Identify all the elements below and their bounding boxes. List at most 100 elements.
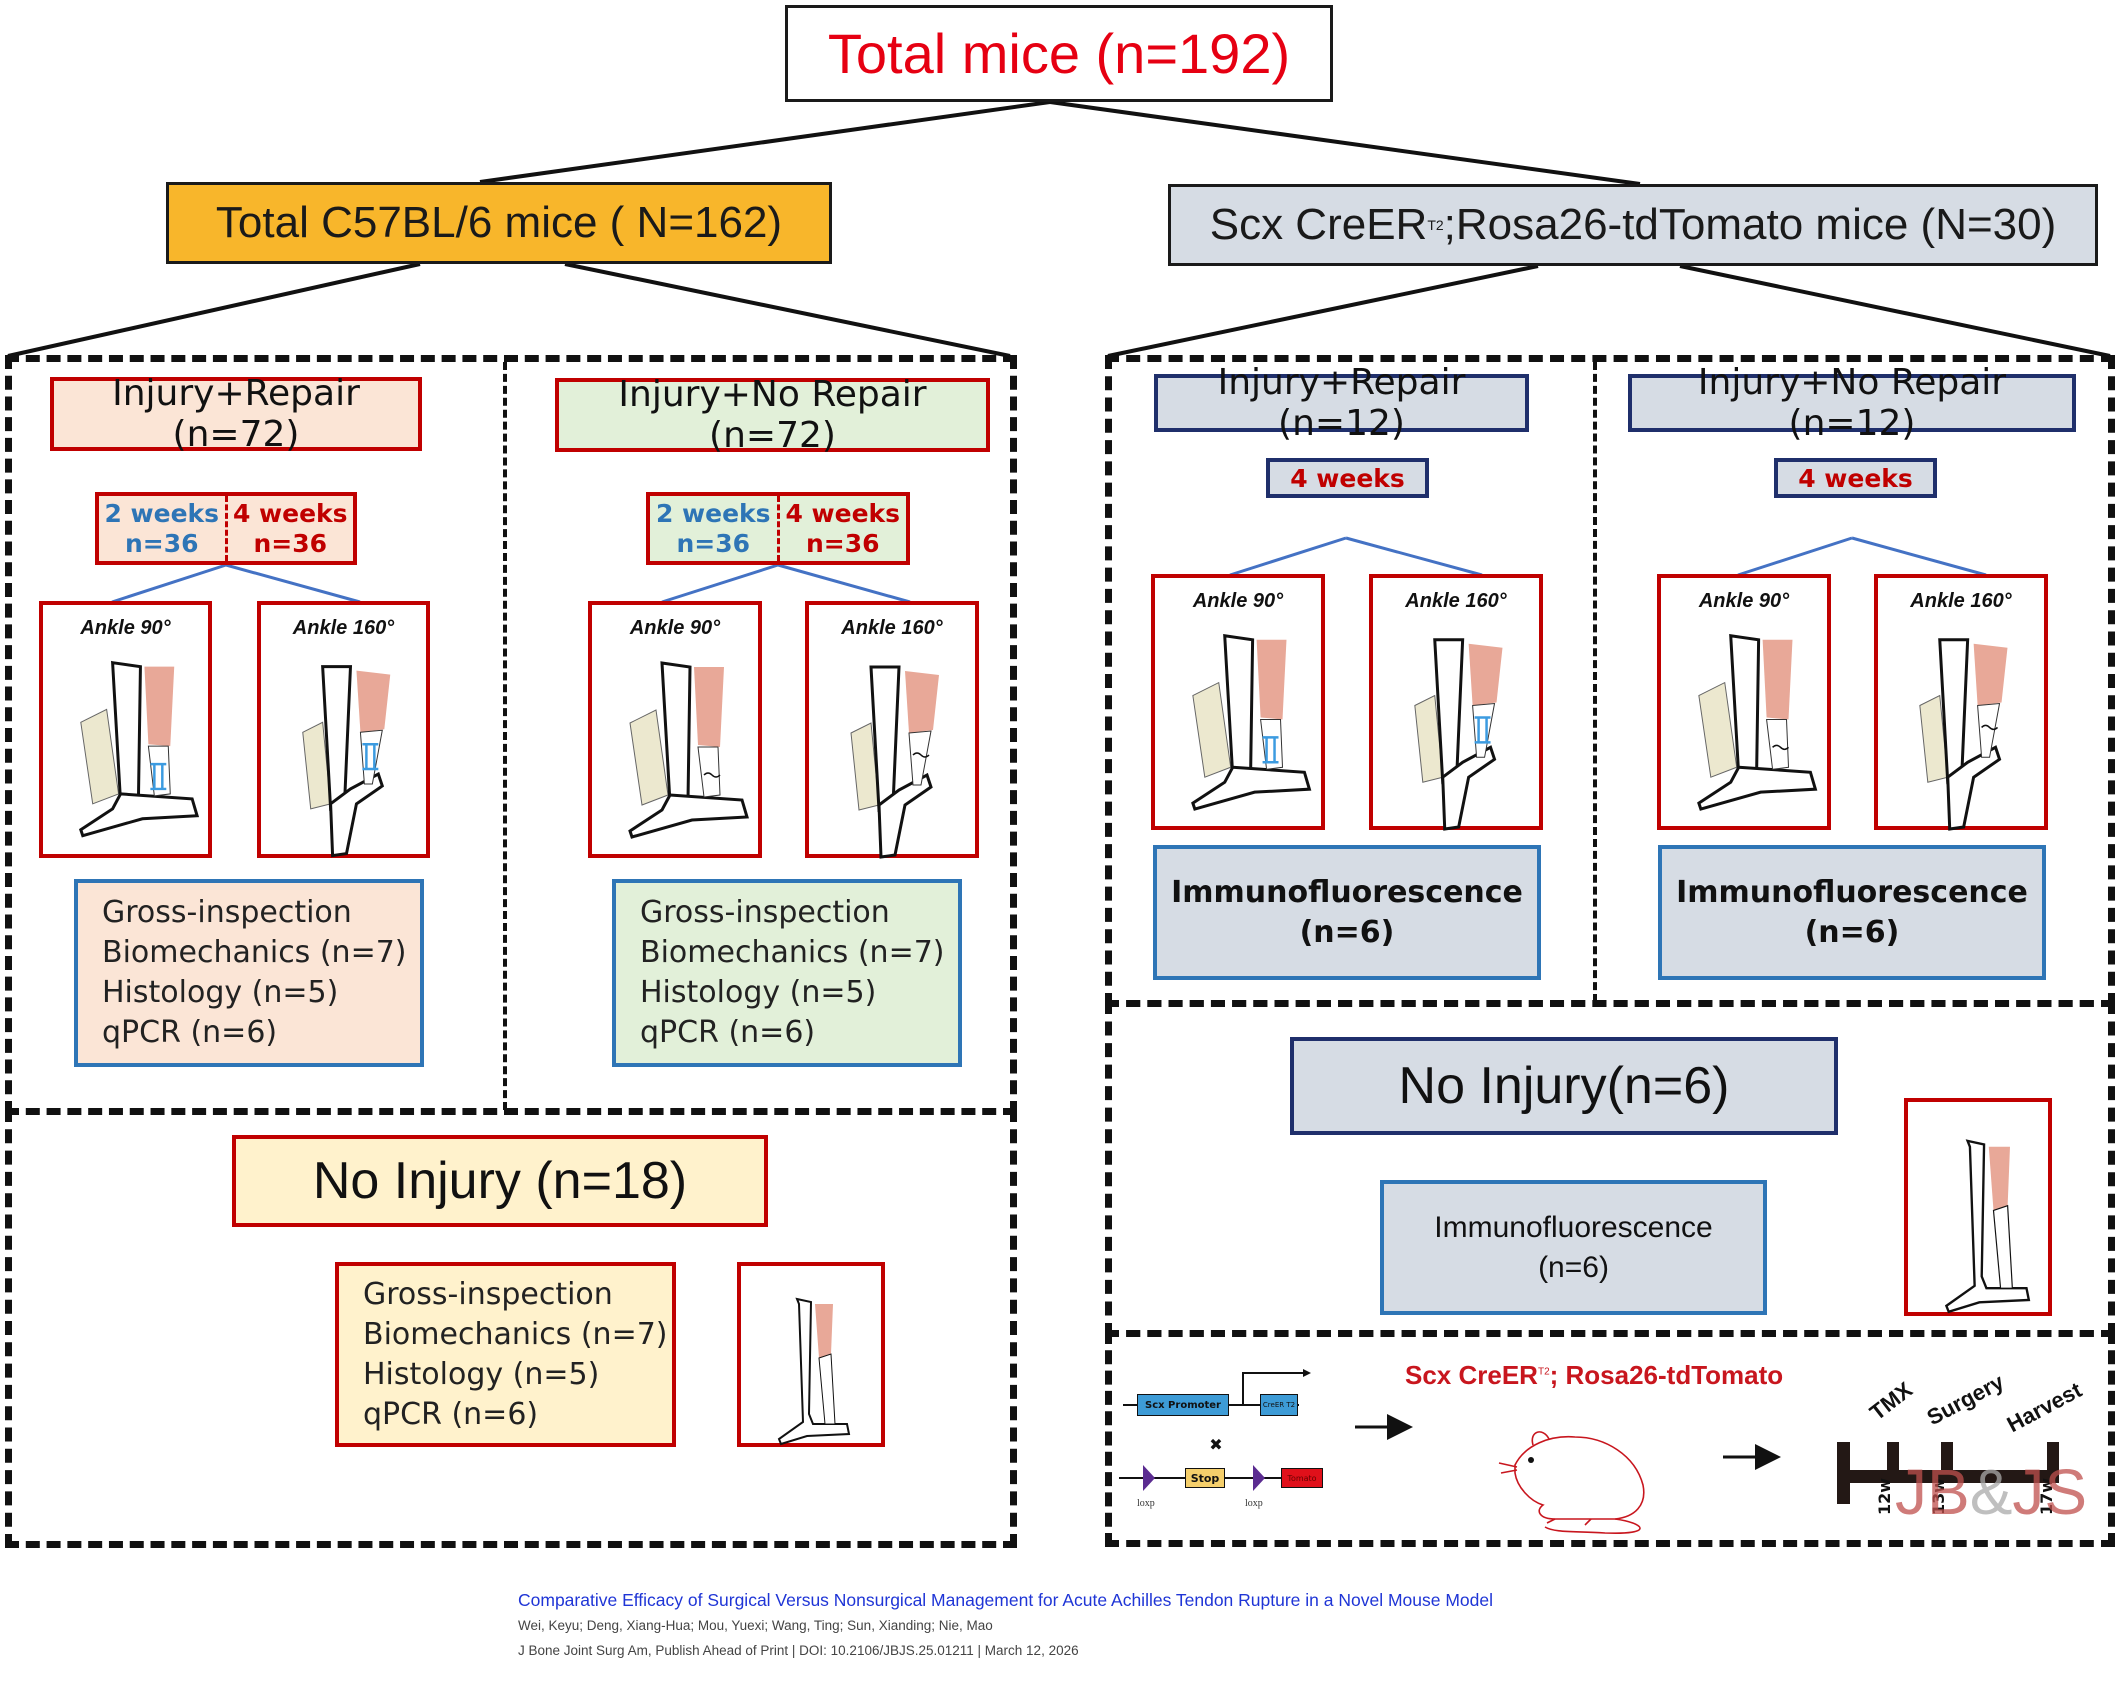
scx-no-injury-box: No Injury(n=6) [1290, 1037, 1838, 1135]
connector-c57-to-left [7, 262, 421, 358]
suture-icon [150, 762, 167, 791]
cross-glyph: ✖ [1209, 1434, 1223, 1454]
ankle-160-panel: Ankle 160° [1874, 574, 2048, 831]
c57-repair-box: Injury+Repair (n=72) [50, 373, 422, 455]
loxp-right-icon [1253, 1465, 1265, 1491]
intact-leg-panel [737, 1262, 885, 1447]
cross-icon: ✖ [1205, 1433, 1227, 1455]
ankle-160-label: Ankle 160° [292, 617, 395, 639]
scx-no-repair-immuno: Immunofluorescence(n=6) [1658, 845, 2046, 980]
scx-no-injury-immuno: Immunofluorescence (n=6) [1380, 1180, 1767, 1315]
leg-drawing [1944, 1139, 2031, 1314]
achilles-tendon [818, 1353, 836, 1425]
assay-item: qPCR (n=6) [363, 1396, 539, 1432]
ankle-160-label: Ankle 160° [1405, 590, 1507, 612]
foot [1697, 765, 1818, 811]
immuno-n: (n=6) [1538, 1250, 1609, 1284]
connector-root-to-scx [1049, 100, 1641, 186]
week-2-label: 2 weeks [104, 498, 220, 528]
week-4-label: 4 weeks [1290, 463, 1405, 493]
ankle-160-label: Ankle 160° [1910, 590, 2012, 612]
ankle-160-panel: Ankle 160° [257, 601, 430, 858]
leg-illustration-icon [79, 660, 200, 838]
c57-no-injury-box: No Injury (n=18) [232, 1135, 768, 1227]
calf-muscle [1256, 639, 1287, 720]
immuno-label: Immunofluorescence [1434, 1210, 1713, 1244]
leg-illustration-icon [302, 665, 391, 858]
mouse-icon [1498, 1431, 1645, 1535]
connector-weeks-ankle [1737, 536, 1853, 577]
citation-title[interactable]: Comparative Efficacy of Surgical Versus … [518, 1590, 1494, 1610]
leg-illustration-icon [777, 1297, 851, 1446]
connector-scx-to-left [1107, 264, 1539, 358]
mouse-title: Scx CreERT2; Rosa26-tdTomato [1405, 1360, 1805, 1391]
assay-item: qPCR (n=6) [102, 1015, 278, 1050]
leg-illustration-icon [628, 661, 749, 839]
leg-drawing [850, 665, 939, 859]
assay-item: Histology (n=5) [102, 975, 339, 1010]
achilles-tendon [908, 730, 932, 786]
construct-diagram: Scx Promoter CreER T2 ✖ Stop Tomato loxp… [1115, 1345, 1335, 1525]
assay-item: Histology (n=5) [363, 1356, 600, 1392]
leg-drawing [1697, 634, 1818, 811]
leg-drawing [777, 1297, 851, 1446]
leg-illustration-icon [1697, 634, 1818, 811]
foot [628, 793, 749, 839]
ankle-90-panel: Ankle 90° [39, 601, 212, 858]
ankle-160-label: Ankle 160° [841, 617, 943, 639]
scx-repair-immuno: Immunofluorescence(n=6) [1153, 845, 1541, 980]
leg-bone [1944, 1139, 2031, 1314]
timeline-event-label: Harvest [2002, 1377, 2086, 1438]
rupture-gap-icon [1772, 744, 1790, 751]
scx-label-superscript: T2 [1427, 217, 1444, 233]
week-2-label: 2 weeks [655, 498, 771, 528]
c57-no-repair-assays: Gross-inspection Biomechanics (n=7) Hist… [612, 879, 962, 1067]
achilles-tendon [1766, 718, 1790, 770]
total-mice-box: Total mice (n=192) [785, 5, 1333, 102]
scx-no-injury-label: No Injury(n=6) [1398, 1057, 1730, 1115]
watermark-amp: & [1969, 1456, 2013, 1528]
achilles-tendon [1977, 702, 2001, 758]
leg-drawing [1191, 634, 1312, 811]
calf-muscle [356, 670, 391, 733]
scx-no-repair-label: Injury+No Repair (n=12) [1697, 362, 2007, 444]
mouse-title-sup: T2 [1537, 1366, 1550, 1378]
foot [877, 772, 933, 859]
intact-leg-panel [1904, 1098, 2052, 1316]
scx-repair-box: Injury+Repair (n=12) [1154, 362, 1529, 444]
creer-block: CreER T2 [1260, 1394, 1298, 1416]
tomato-block: Tomato [1281, 1468, 1323, 1488]
scx-repair-weeks-box: 4 weeks [1266, 458, 1429, 498]
assay-item: qPCR (n=6) [640, 1015, 816, 1050]
rupture-gap-icon [912, 752, 930, 758]
ankle-160-panel: Ankle 160° [805, 601, 979, 859]
leg-illustration-icon [1414, 638, 1503, 831]
scx-promoter-label: Scx Promoter [1145, 1399, 1221, 1411]
scx-repair-label: Injury+Repair (n=12) [1217, 362, 1466, 444]
immuno-n: (n=6) [1804, 914, 1900, 950]
stop-label: Stop [1190, 1471, 1220, 1485]
splint [1698, 681, 1738, 778]
scx-label-prefix: Scx CreER [1209, 200, 1428, 249]
timeline-time-label: 12w [1875, 1477, 1894, 1515]
leg-drawing [1919, 638, 2008, 831]
foot [1191, 765, 1312, 811]
ankle-90-label: Ankle 90° [629, 617, 721, 639]
connector-weeks-ankle [1851, 536, 1987, 577]
c57-no-injury-label: No Injury (n=18) [312, 1152, 688, 1210]
total-mice-label: Total mice (n=192) [827, 22, 1291, 85]
calf-muscle [815, 1304, 833, 1358]
leg-drawing [79, 660, 200, 838]
timeline-event-label: TMX [1864, 1376, 1917, 1426]
connector-root-to-c57 [479, 100, 1051, 184]
arrow-right-icon [1355, 1414, 1413, 1440]
c57-injury-frame [5, 355, 1017, 1115]
loxp-left-label: loxp [1137, 1498, 1155, 1509]
connector-weeks-ankle [225, 563, 361, 604]
leg-drawing [1414, 638, 1503, 831]
